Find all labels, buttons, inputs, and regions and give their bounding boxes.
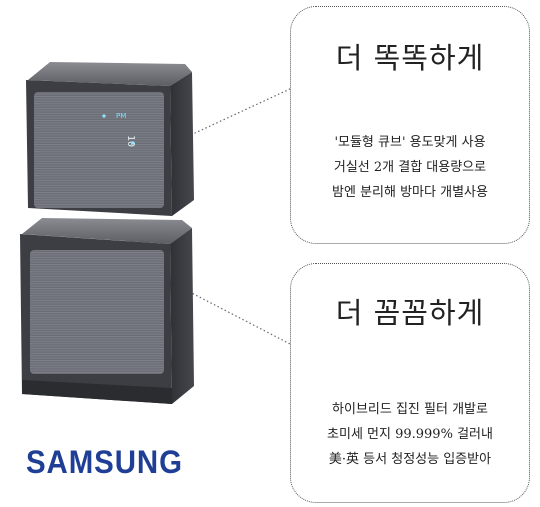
callout-heading: 더 꼼꼼하게 (335, 296, 485, 330)
upper-cube-side (170, 72, 194, 216)
pm-indicator: PM (116, 112, 126, 120)
air-purifier-product-image: PM 10 (20, 62, 194, 404)
upper-cube-top (28, 62, 192, 86)
sensor-light-icon (102, 114, 106, 118)
lower-cube-top (22, 218, 192, 244)
lower-cube-side (170, 228, 194, 404)
pm-reading: 10 (125, 135, 136, 147)
callout-line: 美·英 등서 청정성능 입증받아 (328, 452, 492, 467)
callout-heading: 더 똑똑하게 (335, 41, 485, 75)
callout-body: 하이브리드 집진 필터 개발로 초미세 먼지 99.999% 걸러내 美·英 등… (291, 397, 529, 472)
upper-cube: PM 10 (26, 62, 194, 216)
callout-line: 밤엔 분리해 방마다 개별사용 (332, 185, 488, 200)
callout-bubble-thorough: 더 꼼꼼하게 하이브리드 집진 필터 개발로 초미세 먼지 99.999% 걸러… (290, 263, 530, 503)
lower-cube-base (22, 380, 172, 404)
callout-line: 초미세 먼지 99.999% 걸러내 (327, 427, 493, 442)
samsung-logo: SAMSUNG (26, 444, 183, 480)
callout-line: 하이브리드 집진 필터 개발로 (332, 402, 488, 417)
connector-line-2 (181, 287, 293, 346)
callout-bubble-smart: 더 똑똑하게 '모듈형 큐브' 용도맞게 사용 거실선 2개 결합 대용량으로 … (290, 6, 530, 244)
connector-line-1 (179, 87, 293, 141)
callout-line: 거실선 2개 결합 대용량으로 (333, 160, 487, 175)
callout-line: '모듈형 큐브' 용도맞게 사용 (334, 135, 486, 150)
lower-cube-grille (30, 250, 164, 374)
callout-body: '모듈형 큐브' 용도맞게 사용 거실선 2개 결합 대용량으로 밤엔 분리해 … (291, 130, 529, 205)
lower-cube (20, 218, 194, 404)
upper-cube-grille (34, 92, 164, 208)
status-light-icon (131, 141, 135, 145)
